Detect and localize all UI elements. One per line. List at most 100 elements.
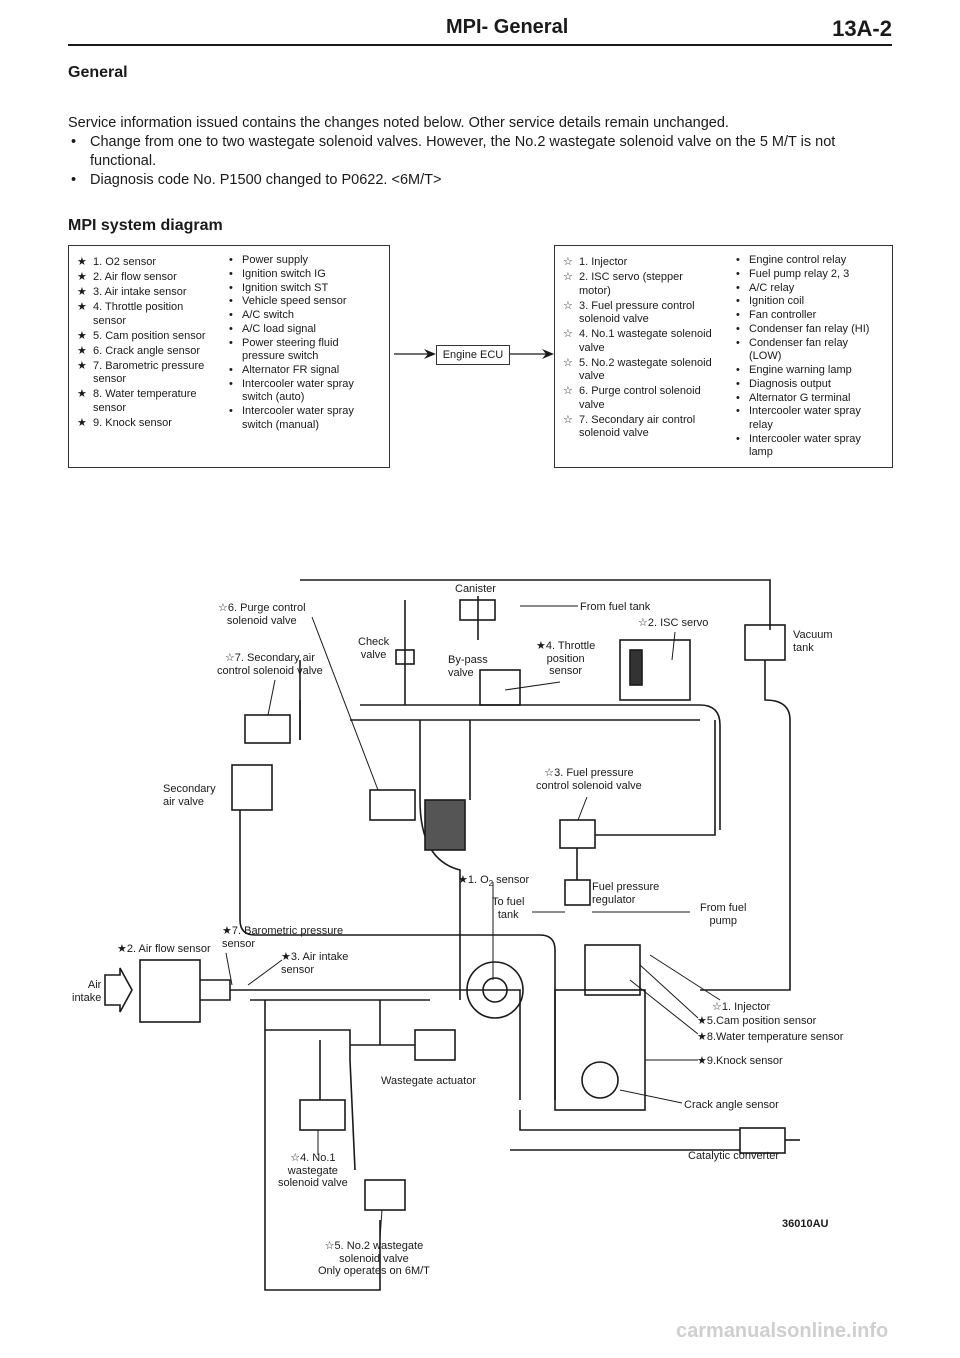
leader-line xyxy=(649,954,721,1001)
outline-star-icon: ☆ xyxy=(563,385,573,397)
actuator-item: ☆3. Fuel pressure control solenoid valve xyxy=(563,299,695,326)
vacuum-hose xyxy=(700,660,791,991)
filled-star-icon: ★ xyxy=(77,256,87,268)
wastegate-actuator-label: Wastegate actuator xyxy=(381,1075,476,1087)
fuel-control-valve xyxy=(559,819,596,849)
output-item: Engine control relay xyxy=(736,254,888,268)
outline-star-icon: ☆ xyxy=(563,356,573,369)
sensor-item: ★8. Water temperature sensor xyxy=(77,388,197,414)
sensor-list: ★1. O2 sensor ★2. Air flow sensor ★3. Ai… xyxy=(77,256,227,432)
outline-star-icon: ☆ xyxy=(638,617,648,629)
turbocharger xyxy=(466,961,524,1019)
secondary-air-valve-label: Secondary air valve xyxy=(163,783,216,808)
intro-text: Service information issued contains the … xyxy=(68,114,878,190)
filled-star-icon: ★ xyxy=(77,286,87,298)
engine-ecu-box: Engine ECU xyxy=(436,345,510,365)
air-intake-sensor-label: ★3. Air intake sensor xyxy=(281,951,349,976)
vacuum-tank-label: Vacuum tank xyxy=(793,629,833,654)
wastegate-actuator-body xyxy=(414,1029,456,1061)
intercooler-core xyxy=(424,799,466,851)
leader-line xyxy=(311,616,379,791)
output-item: Condenser fan relay (HI) xyxy=(736,323,888,337)
crank-sensor-label: Crack angle sensor xyxy=(684,1099,779,1111)
purge-valve-label: ☆6. Purge control solenoid valve xyxy=(218,602,306,627)
input-item: Intercooler water spray switch (manual) xyxy=(229,405,379,432)
sensor-item: ★5. Cam position sensor xyxy=(77,329,206,342)
filled-star-icon: ★ xyxy=(536,640,546,652)
change-list: Change from one to two wastegate solenoi… xyxy=(68,133,878,190)
output-item: Engine warning lamp xyxy=(736,364,888,378)
filled-star-icon: ★ xyxy=(77,416,87,429)
from-fuel-pump-label: From fuel pump xyxy=(700,902,747,927)
o2-sensor-label: ★1. O2 sensor xyxy=(458,874,530,889)
output-item: Ignition coil xyxy=(736,295,888,309)
water-temp-sensor-label: ★8.Water temperature sensor xyxy=(697,1031,844,1043)
section-code: 13A-2 xyxy=(832,16,892,41)
isc-coil xyxy=(629,649,643,686)
filled-star-icon: ★ xyxy=(697,1055,707,1067)
sensor-item: ★6. Crack angle sensor xyxy=(77,344,200,357)
isc-servo-body xyxy=(619,639,691,701)
sensor-item: ★1. O2 sensor xyxy=(77,256,156,268)
fuel-regulator-label: Fuel pressure regulator xyxy=(592,881,660,906)
turbocharger-core xyxy=(482,977,508,1003)
header-rule xyxy=(68,44,892,46)
input-item: Vehicle speed sensor xyxy=(229,295,379,309)
isc-servo-label: ☆2. ISC servo xyxy=(638,617,709,629)
throttle-sensor-label: ★4. Throttle position sensor xyxy=(536,640,596,677)
secondary-air-control-valve xyxy=(244,714,291,744)
canister-label: Canister xyxy=(455,583,496,595)
leader-line xyxy=(671,631,676,661)
injector-label: ☆1. Injector xyxy=(712,1001,771,1013)
filled-star-icon: ★ xyxy=(77,388,87,400)
wastegate-hose xyxy=(350,1000,415,1046)
catalytic-converter-label: Catalytic converter xyxy=(688,1150,780,1162)
engine-block xyxy=(554,989,646,1111)
outline-star-icon: ☆ xyxy=(544,767,555,779)
output-item: Intercooler water spray lamp xyxy=(736,433,874,460)
actuator-item: ☆4. No.1 wastegate solenoid valve xyxy=(563,328,712,354)
page-title: MPI- General xyxy=(446,16,569,38)
to-fuel-tank-label: To fuel tank xyxy=(492,896,525,921)
sensor-item: ★7. Barometric pressure sensor xyxy=(77,359,205,386)
input-item: Power supply xyxy=(229,254,379,268)
actuator-item: ☆5. No.2 wastegate solenoid valve xyxy=(563,356,712,383)
knock-sensor-label: ★9.Knock sensor xyxy=(697,1055,783,1067)
check-valve-body xyxy=(395,649,415,665)
input-item: Alternator FR signal xyxy=(229,364,379,378)
secondary-air-hose xyxy=(239,810,556,1100)
input-signal-list: Power supply Ignition switch IG Ignition… xyxy=(229,254,379,432)
filled-star-icon: ★ xyxy=(77,301,87,313)
air-intake-arrow-icon xyxy=(104,967,133,1013)
arrow-head-icon xyxy=(424,349,436,359)
fuel-pressure-control-label: ☆3. Fuel pressure control solenoid valve xyxy=(536,767,642,792)
canister-body xyxy=(459,599,496,621)
outline-star-icon: ☆ xyxy=(563,256,573,268)
outline-star-icon: ☆ xyxy=(563,328,573,340)
input-item: Intercooler water spray switch (auto) xyxy=(229,378,379,405)
air-intake-label: Air intake xyxy=(72,979,102,1004)
wastegate-hose xyxy=(264,1030,381,1291)
air-flow-sensor-label: ★2. Air flow sensor xyxy=(117,943,211,955)
filled-star-icon: ★ xyxy=(281,951,291,963)
site-watermark: carmanualsonline.info xyxy=(676,1320,889,1342)
output-item: A/C relay xyxy=(736,282,888,296)
actuator-list: ☆1. Injector ☆2. ISC servo (stepper moto… xyxy=(563,256,723,442)
check-valve-label: Check valve xyxy=(358,636,390,661)
air-cleaner xyxy=(139,959,201,1023)
filled-star-icon: ★ xyxy=(222,925,232,937)
ecu-arrows xyxy=(394,349,554,359)
no2-wastegate-valve-body xyxy=(364,1179,406,1211)
input-item: A/C switch xyxy=(229,309,379,323)
input-box: ★1. O2 sensor ★2. Air flow sensor ★3. Ai… xyxy=(68,245,390,468)
no2-wastegate-label: ☆5. No.2 wastegate solenoid valve Only o… xyxy=(318,1240,430,1277)
filled-star-icon: ★ xyxy=(697,1015,707,1027)
secondary-air-control-label: ☆7. Secondary air control solenoid valve xyxy=(217,652,323,677)
output-signal-list: Engine control relay Fuel pump relay 2, … xyxy=(736,254,888,460)
input-item: A/C load signal xyxy=(229,323,379,337)
purge-valve-body xyxy=(369,789,416,821)
intake-hose xyxy=(350,704,721,830)
no1-wastegate-valve-body xyxy=(299,1099,346,1131)
leader-line xyxy=(577,796,588,821)
outline-star-icon: ☆ xyxy=(563,299,573,312)
